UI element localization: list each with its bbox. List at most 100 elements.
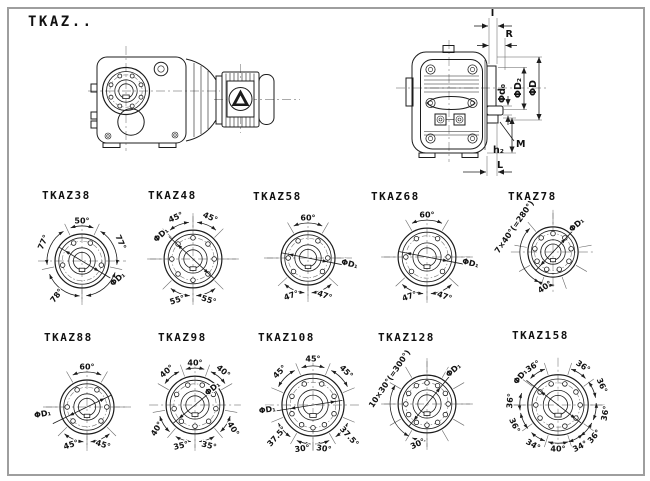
bolt-hole xyxy=(59,262,66,268)
bolt-hole xyxy=(190,277,196,283)
bolt-hole xyxy=(442,411,449,418)
bolt-hole xyxy=(439,268,446,275)
bolt-hole xyxy=(331,393,337,399)
bolt-hole xyxy=(319,268,326,275)
bolt-hole xyxy=(298,422,305,428)
bolt-hole xyxy=(315,238,321,244)
bolt-hole xyxy=(175,271,181,277)
bolt-hole xyxy=(205,418,212,424)
bolt-hole xyxy=(405,390,412,397)
bolt-hole xyxy=(74,387,80,393)
bolt-circle-dia-label: ΦD₁ xyxy=(33,408,52,420)
flange-title-tkaz48: TKAZ48 xyxy=(148,189,197,202)
bolt-hole xyxy=(556,266,562,273)
dim-R: R xyxy=(506,29,514,40)
bolt-hole xyxy=(70,240,77,246)
bolt-hole xyxy=(548,381,554,387)
bolt-hole xyxy=(321,422,328,428)
page-title: TKAZ.. xyxy=(28,14,94,30)
angle-label: 47° xyxy=(316,289,333,303)
motor-adapter xyxy=(185,58,223,142)
dim-D2: ΦD₂ xyxy=(513,78,524,98)
bolt-hole xyxy=(210,391,217,398)
angle-label: 47° xyxy=(283,289,300,303)
bolt-hole xyxy=(310,425,316,431)
angle-label: 47° xyxy=(436,289,453,303)
bolt-hole xyxy=(213,405,219,412)
bolt-hole xyxy=(413,419,420,426)
bolt-hole xyxy=(64,404,70,410)
bolt-hole xyxy=(573,389,579,395)
dim-d0: Φd₀ xyxy=(497,84,508,103)
dim-D: ΦD xyxy=(528,80,539,96)
flange-title-tkaz98: TKAZ98 xyxy=(158,331,207,344)
bolt-hole xyxy=(289,411,295,417)
flange-section-drawing: I R ΦD₂ ΦD Φd₀ M h₂ xyxy=(396,8,546,176)
flange-title-tkaz38: TKAZ38 xyxy=(42,189,91,202)
bolt-hole xyxy=(532,246,538,252)
flange-title-tkaz128: TKAZ128 xyxy=(378,331,435,344)
angle-label: 45° xyxy=(62,438,79,451)
angle-label: 45° xyxy=(167,210,184,224)
angle-label: 30° xyxy=(409,437,427,452)
bolt-hole xyxy=(538,235,544,241)
angle-label: 30° xyxy=(316,443,332,454)
angle-label: 37.5° xyxy=(338,425,361,449)
angle-label: 45° xyxy=(94,438,111,451)
bolt-circle-dia-label: ΦD₁ xyxy=(567,216,586,234)
bolt-hole xyxy=(568,246,574,252)
bolt-hole xyxy=(403,254,409,260)
bolt-hole xyxy=(190,235,196,241)
bolt-hole xyxy=(534,258,540,264)
output-flange-face xyxy=(101,66,151,116)
bolt-hole xyxy=(544,266,550,273)
bolt-hole xyxy=(87,240,94,246)
angle-label: 36° xyxy=(600,405,611,421)
bolt-hole xyxy=(434,419,441,426)
angle-label: 45° xyxy=(305,355,320,364)
flange-title-tkaz78: TKAZ78 xyxy=(508,190,557,203)
bolt-hole xyxy=(175,241,181,247)
angle-label: 35° xyxy=(201,439,218,451)
angle-label: 36° xyxy=(586,428,603,445)
dim-M: M xyxy=(516,139,525,150)
angle-label: 47° xyxy=(401,289,418,303)
bolt-hole xyxy=(171,405,177,412)
flange-title-tkaz158: TKAZ158 xyxy=(512,329,569,342)
bolt-hole xyxy=(173,391,180,398)
dimensions: I R ΦD₂ ΦD Φd₀ M h₂ xyxy=(463,8,542,176)
bolt-hole xyxy=(199,382,205,388)
angle-label: 55° xyxy=(169,293,186,306)
angle-label: 40° xyxy=(225,420,241,438)
bolt-hole xyxy=(98,418,104,424)
bolt-hole xyxy=(405,411,412,418)
angle-label: 60° xyxy=(419,211,434,220)
bolt-hole xyxy=(301,381,307,387)
bolt-hole xyxy=(319,381,325,387)
bolt-circle-dia-label: ΦD₁ xyxy=(108,270,127,288)
bolt-hole xyxy=(70,418,76,424)
bolt-hole xyxy=(562,381,568,387)
angle-label: 77° xyxy=(113,233,127,250)
angle-label: 36° xyxy=(507,417,522,435)
bolt-hole xyxy=(533,402,539,408)
angle-label: 60° xyxy=(300,214,315,223)
bolt-circle-dia-label: ΦD₁ xyxy=(340,257,359,270)
bolt-hole xyxy=(178,418,185,424)
angle-label: 30° xyxy=(294,443,310,454)
bolt-hole xyxy=(442,390,449,397)
bolt-hole xyxy=(550,230,556,237)
bolt-hole xyxy=(562,235,568,241)
angle-label: 55° xyxy=(200,293,217,306)
bolt-hole xyxy=(424,422,430,428)
bolt-hole xyxy=(548,423,554,429)
bolt-hole xyxy=(169,256,175,262)
dim-I: I xyxy=(491,8,495,19)
